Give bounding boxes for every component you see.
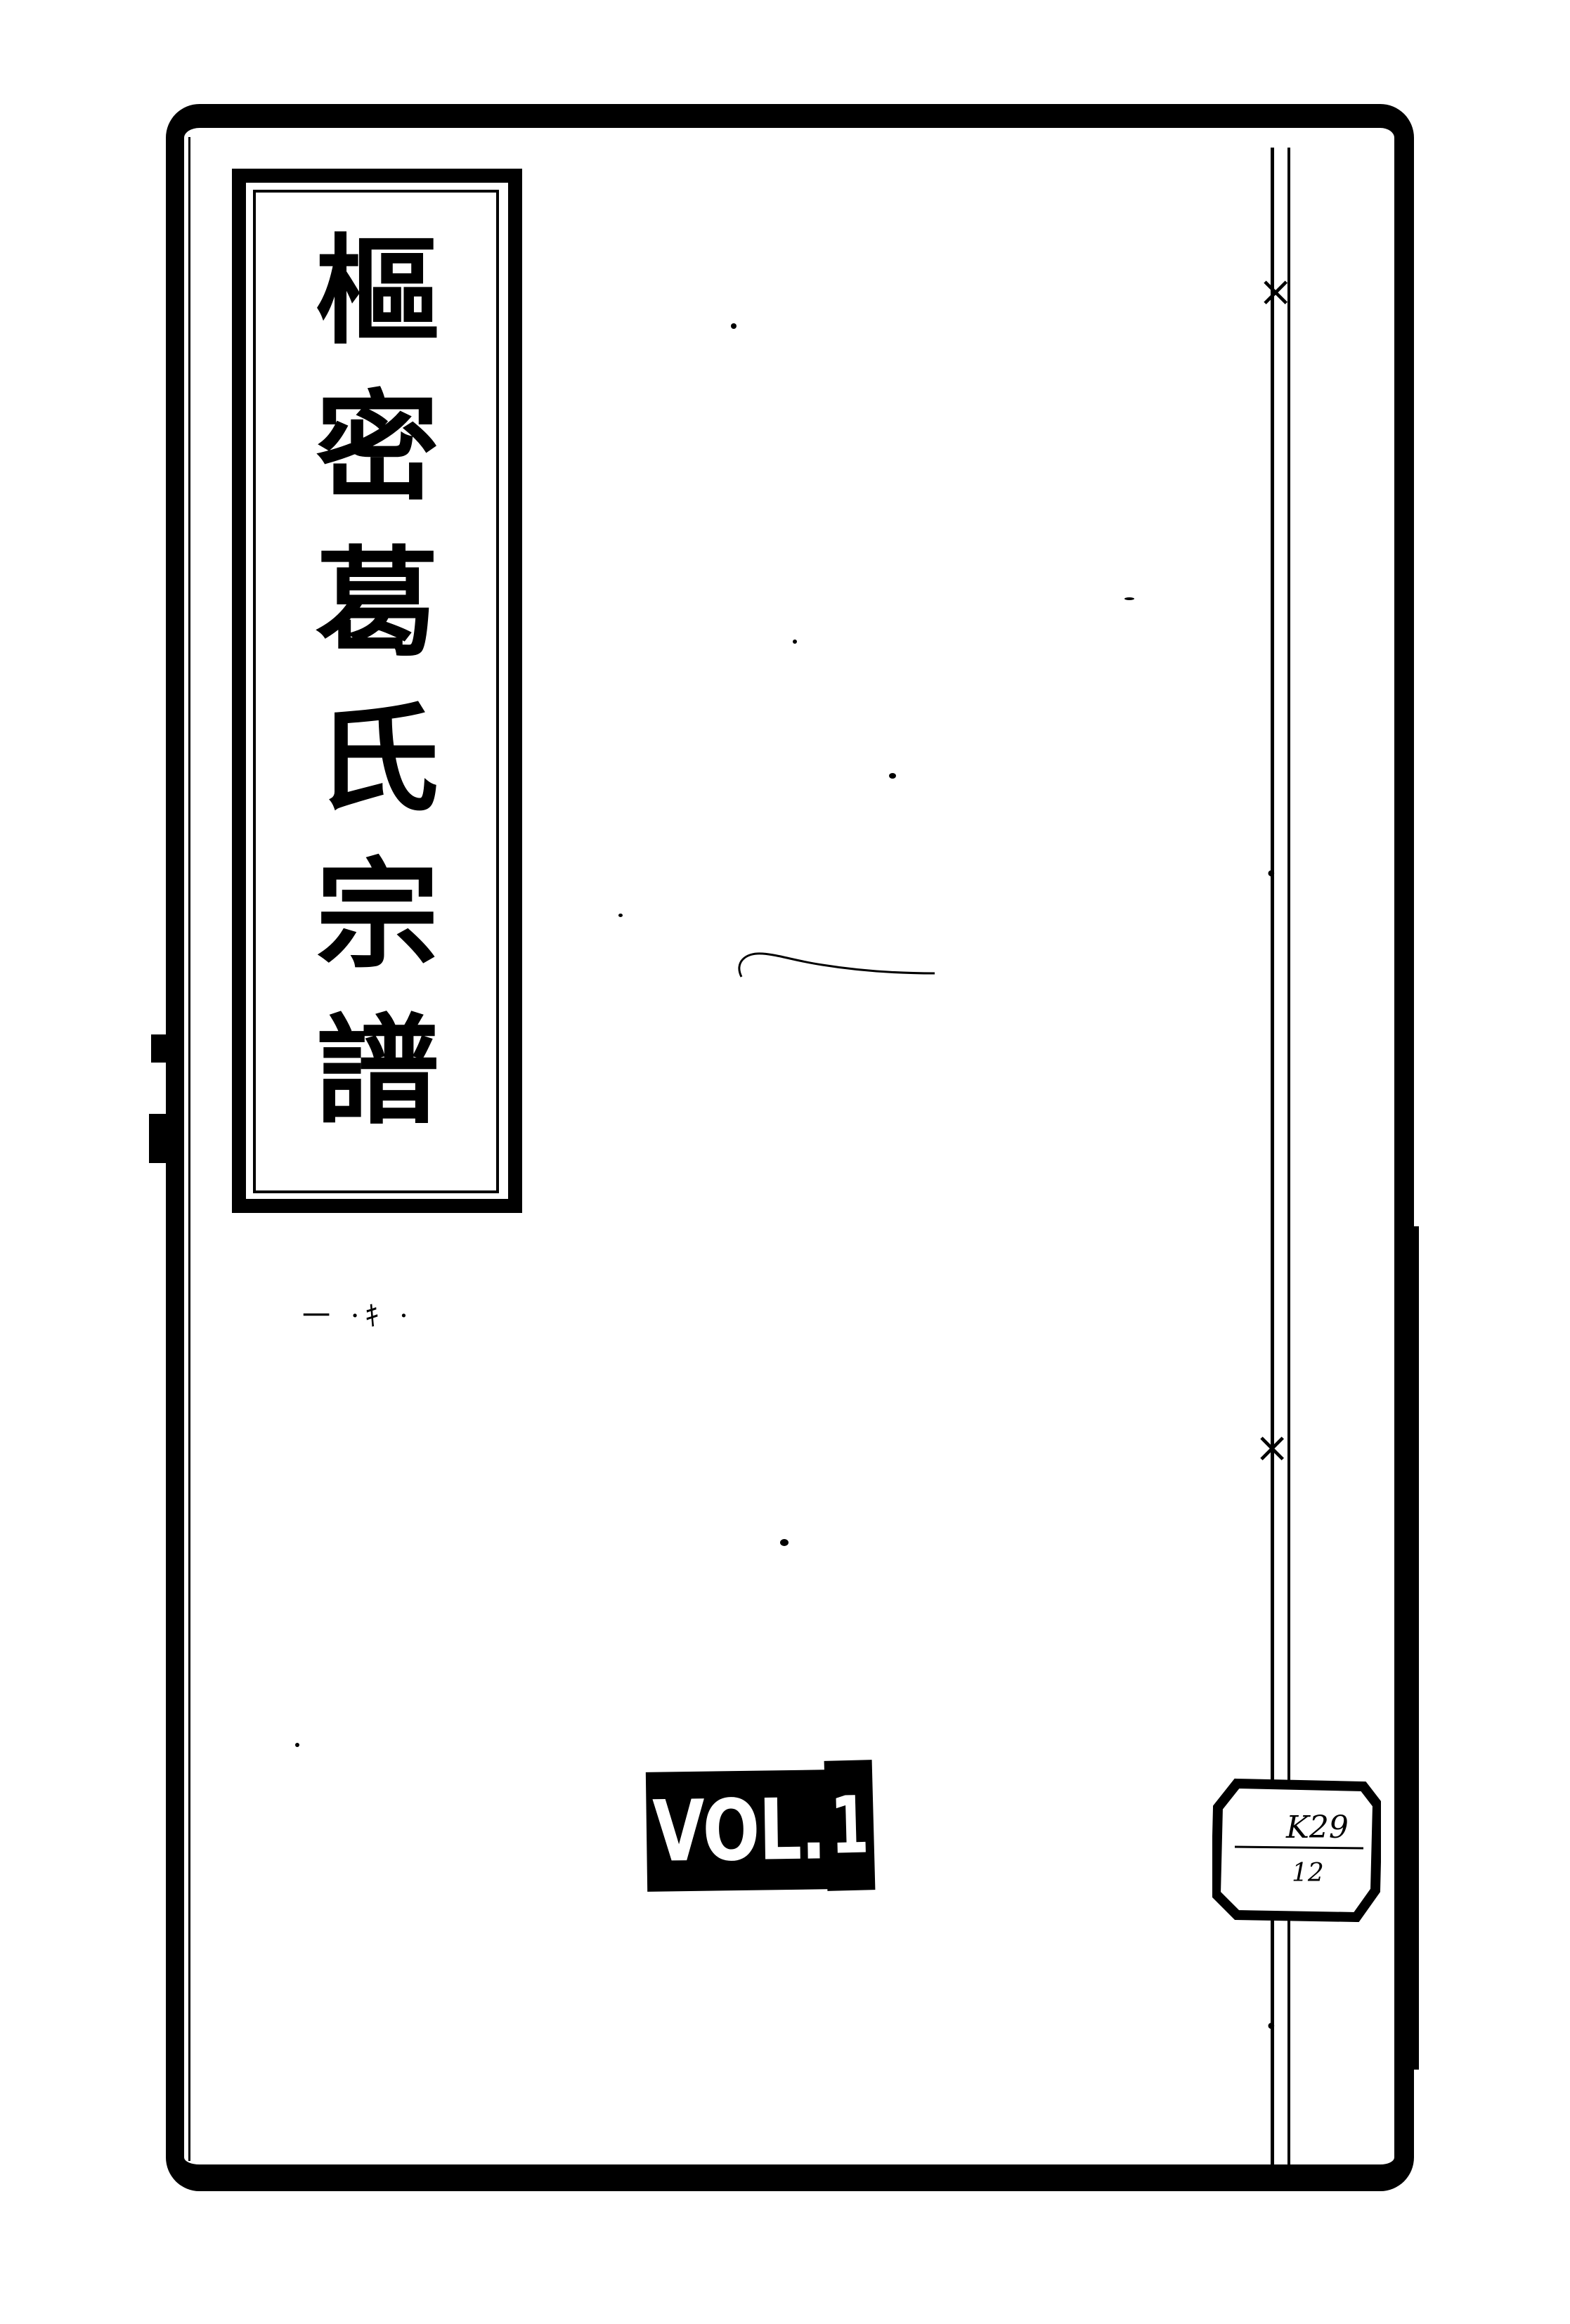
volume-number: 1	[829, 1779, 870, 1872]
volume-number-tab: 1	[824, 1760, 876, 1891]
speck	[731, 323, 737, 329]
scratch-mark	[738, 952, 935, 978]
title-slip	[232, 169, 522, 1213]
call-number-label	[1210, 1778, 1383, 1923]
speck	[793, 640, 797, 644]
title-char-2: 密	[315, 377, 440, 517]
title-char-4: 氏	[315, 689, 440, 829]
title-char-5: 宗	[315, 845, 440, 985]
right-spine-tab	[1395, 1226, 1419, 2070]
binding-knot-mid-icon: •	[1265, 862, 1278, 887]
volume-label: VOL.	[645, 1770, 832, 1892]
speck	[780, 1539, 789, 1546]
volume-label-prefix: VOL.	[651, 1780, 826, 1881]
title-text: 樞 密 葛 氏 宗 譜	[254, 232, 500, 1168]
title-char-3: 葛	[315, 533, 440, 673]
spine-tab-lower	[149, 1114, 174, 1163]
call-number-top: K29	[1286, 1810, 1349, 1845]
binding-knot-top-icon: ⨯	[1258, 267, 1294, 316]
cover-edge-line	[188, 137, 1390, 2161]
binding-thread-left	[1271, 148, 1274, 2172]
binding-thread-right	[1287, 148, 1290, 2172]
speck	[1124, 597, 1134, 600]
title-char-6: 譜	[315, 1001, 440, 1141]
title-slip-inner-border	[253, 190, 499, 1193]
speck	[889, 773, 896, 779]
spine-tab-upper	[151, 1034, 175, 1063]
title-char-1: 樞	[315, 221, 440, 361]
binding-knot-lower-icon: ⨯	[1254, 1423, 1290, 1472]
call-number-bottom: 12	[1292, 1859, 1324, 1888]
speck	[295, 1743, 299, 1747]
title-slip-sub-mark: 一 ·ｷ ·	[302, 1300, 414, 1332]
binding-knot-bottom-icon: •	[1265, 2015, 1278, 2039]
speck	[618, 914, 623, 917]
octagon-frame-icon	[1210, 1778, 1383, 1923]
